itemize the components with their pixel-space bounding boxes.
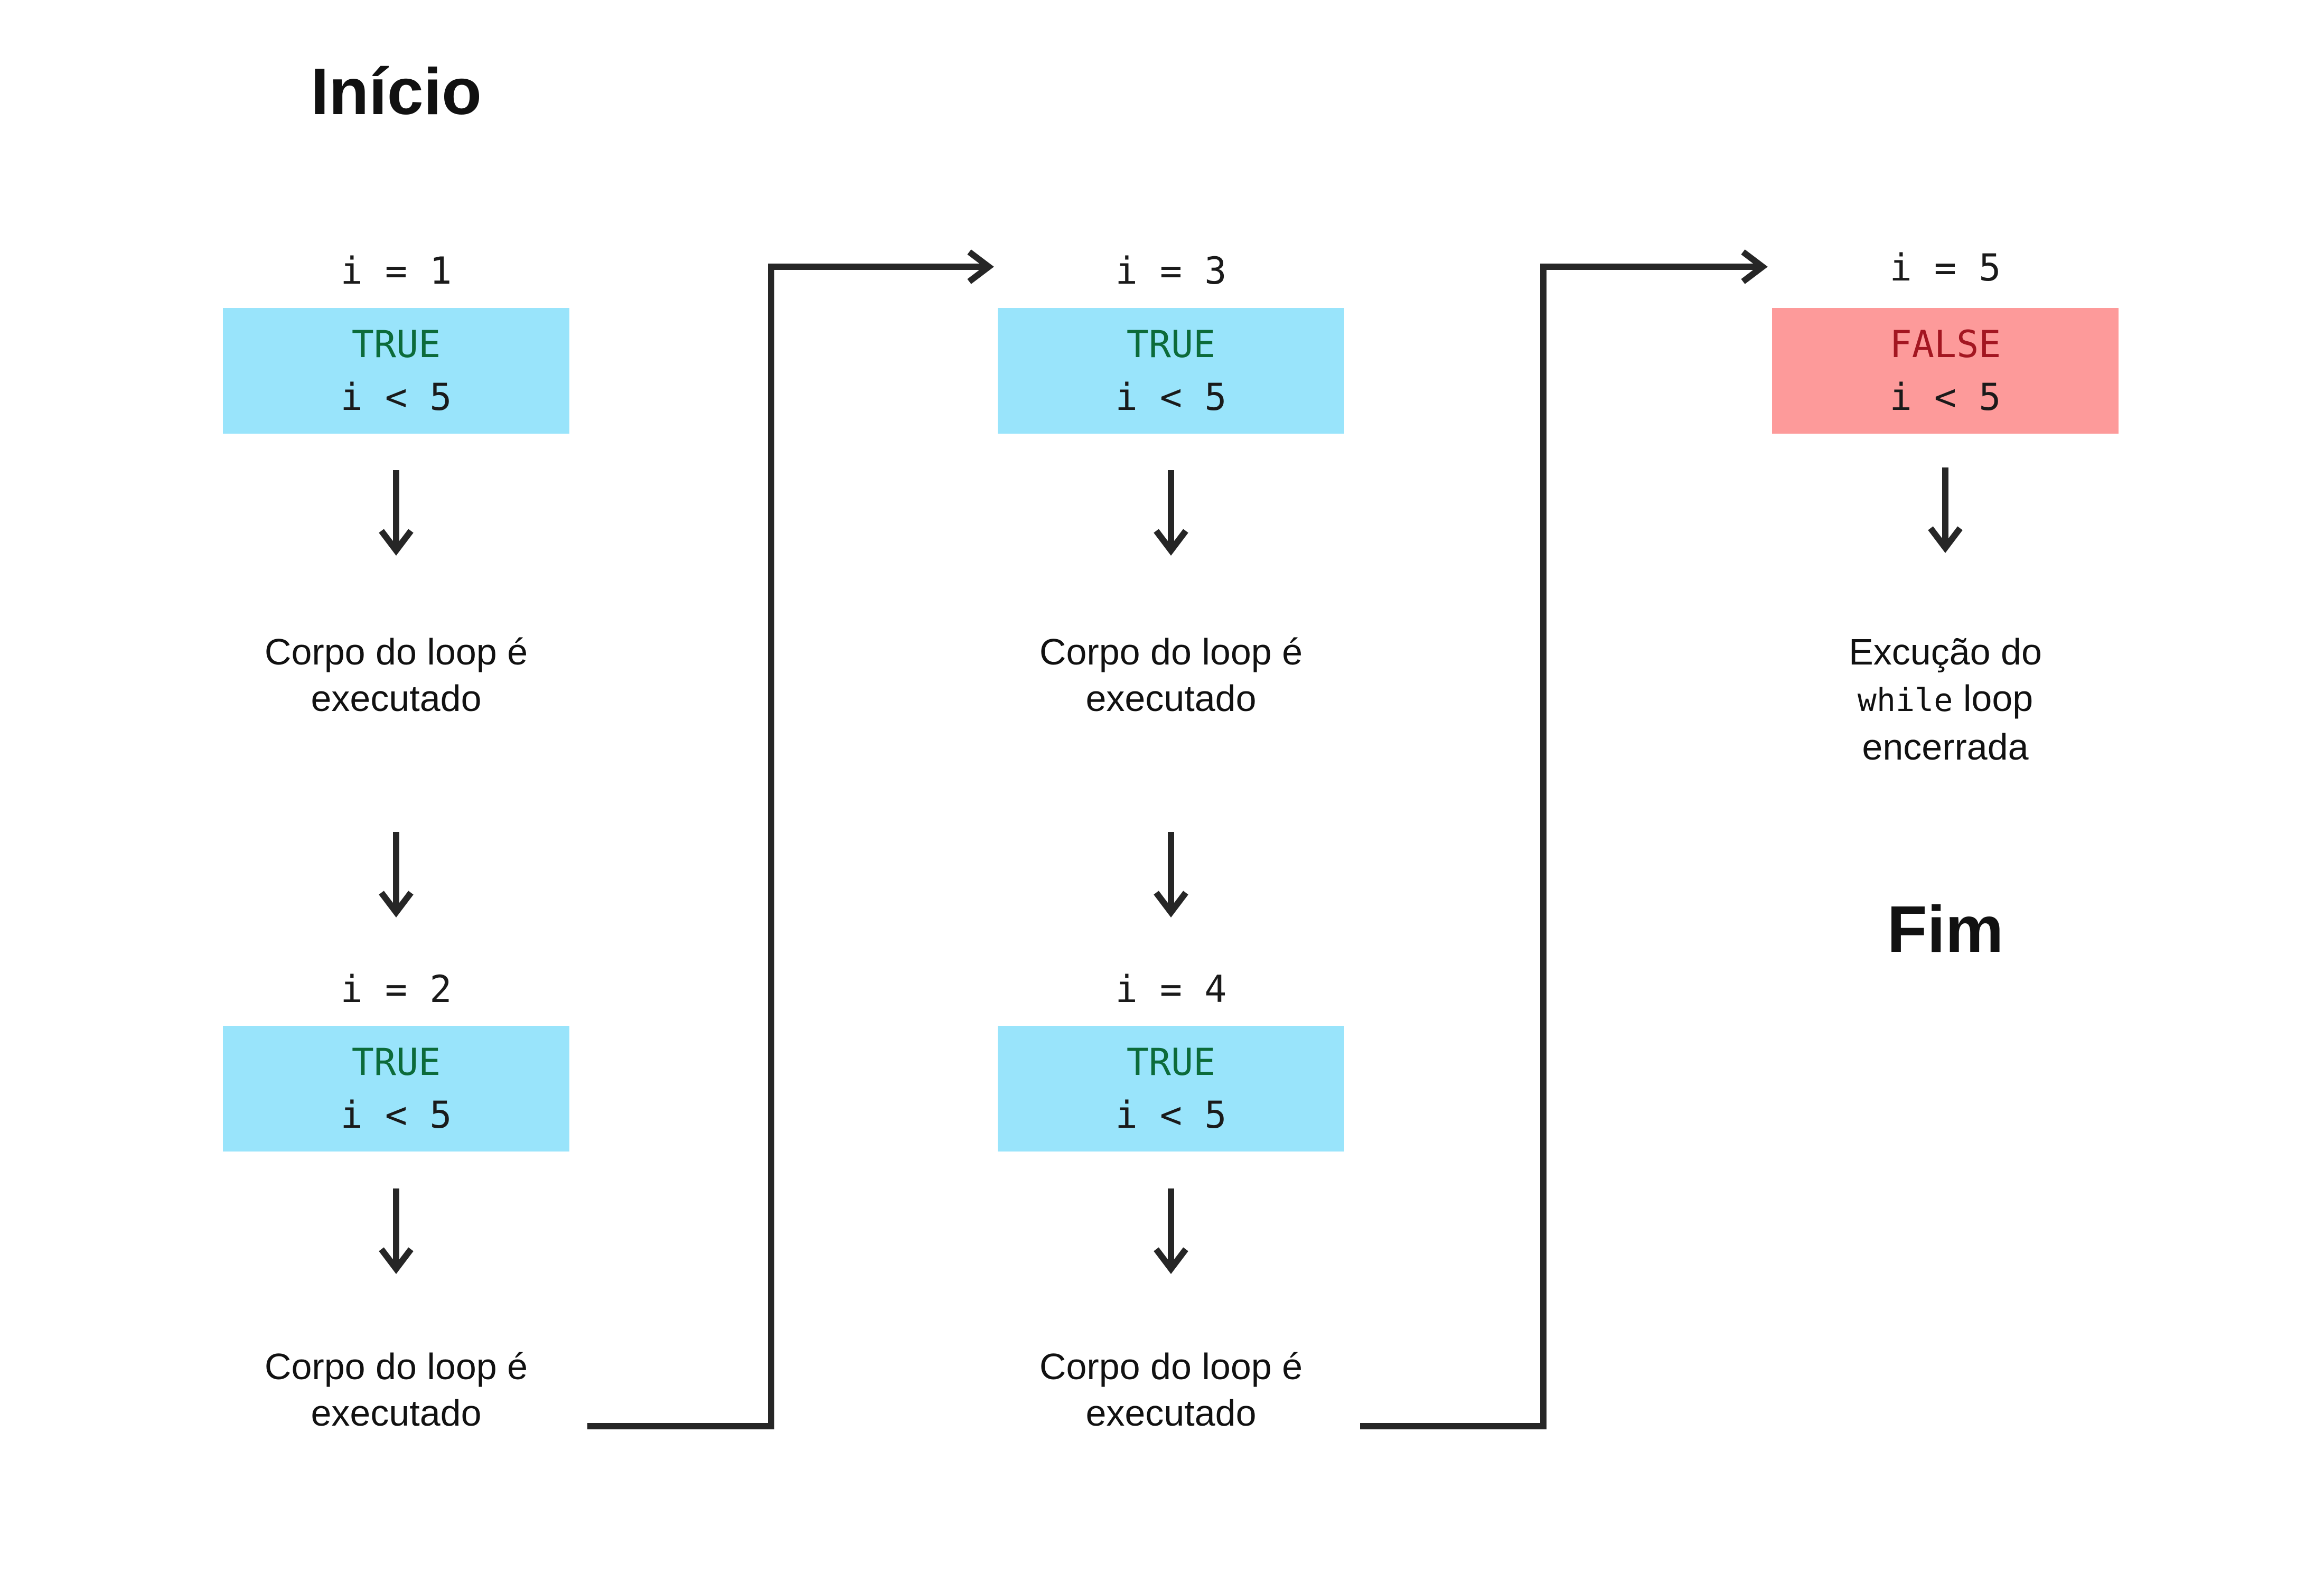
iteration-1-condition-box: TRUE i < 5 [223, 308, 569, 434]
iteration-2-result: Corpo do loop é executado [195, 1343, 597, 1436]
result-line: while loop [1745, 675, 2146, 724]
loop-word: loop [1963, 678, 2034, 719]
condition-state: FALSE [1889, 323, 2001, 366]
iteration-5-variable: i = 5 [1889, 246, 2001, 289]
iteration-3-variable: i = 3 [1115, 249, 1227, 293]
result-line: encerrada [1862, 726, 2029, 767]
elbow-arrow-icon [1360, 249, 1768, 1429]
result-line: executado [311, 1392, 482, 1434]
elbow-arrow-icon [587, 249, 994, 1429]
loop-exit-result: Excução do while loop encerrada [1745, 629, 2146, 770]
iteration-3-condition-box: TRUE i < 5 [998, 308, 1344, 434]
iteration-5-condition-box: FALSE i < 5 [1772, 308, 2119, 434]
iteration-4-variable: i = 4 [1115, 968, 1227, 1011]
condition-expression: i < 5 [340, 1093, 452, 1137]
start-title: Início [311, 55, 482, 128]
down-arrow-icon [379, 1188, 414, 1274]
iteration-3-result: Corpo do loop é executado [970, 629, 1372, 722]
result-line: Corpo do loop é [1039, 631, 1303, 672]
result-line: Excução do [1849, 631, 2042, 672]
condition-state: TRUE [351, 323, 441, 366]
result-line: Corpo do loop é [1039, 1346, 1303, 1387]
down-arrow-icon [1928, 467, 1963, 553]
iteration-1-variable: i = 1 [340, 249, 452, 293]
condition-expression: i < 5 [340, 376, 452, 419]
condition-expression: i < 5 [1889, 376, 2001, 419]
result-line: Corpo do loop é [264, 1346, 528, 1387]
condition-expression: i < 5 [1115, 376, 1227, 419]
iteration-2-variable: i = 2 [340, 968, 452, 1011]
condition-state: TRUE [1126, 323, 1216, 366]
down-arrow-icon [379, 470, 414, 556]
condition-state: TRUE [1126, 1041, 1216, 1084]
end-title: Fim [1887, 893, 2004, 966]
result-line: executado [311, 678, 482, 719]
iteration-4-result: Corpo do loop é executado [970, 1343, 1372, 1436]
result-line: executado [1085, 678, 1257, 719]
condition-expression: i < 5 [1115, 1093, 1227, 1137]
iteration-2-condition-box: TRUE i < 5 [223, 1026, 569, 1152]
condition-state: TRUE [351, 1041, 441, 1084]
down-arrow-icon [379, 832, 414, 918]
down-arrow-icon [1154, 832, 1188, 918]
iteration-4-condition-box: TRUE i < 5 [998, 1026, 1344, 1152]
result-line: Corpo do loop é [264, 631, 528, 672]
down-arrow-icon [1154, 1188, 1188, 1274]
down-arrow-icon [1154, 470, 1188, 556]
iteration-1-result: Corpo do loop é executado [195, 629, 597, 722]
while-keyword: while [1857, 682, 1953, 719]
result-line: executado [1085, 1392, 1257, 1434]
